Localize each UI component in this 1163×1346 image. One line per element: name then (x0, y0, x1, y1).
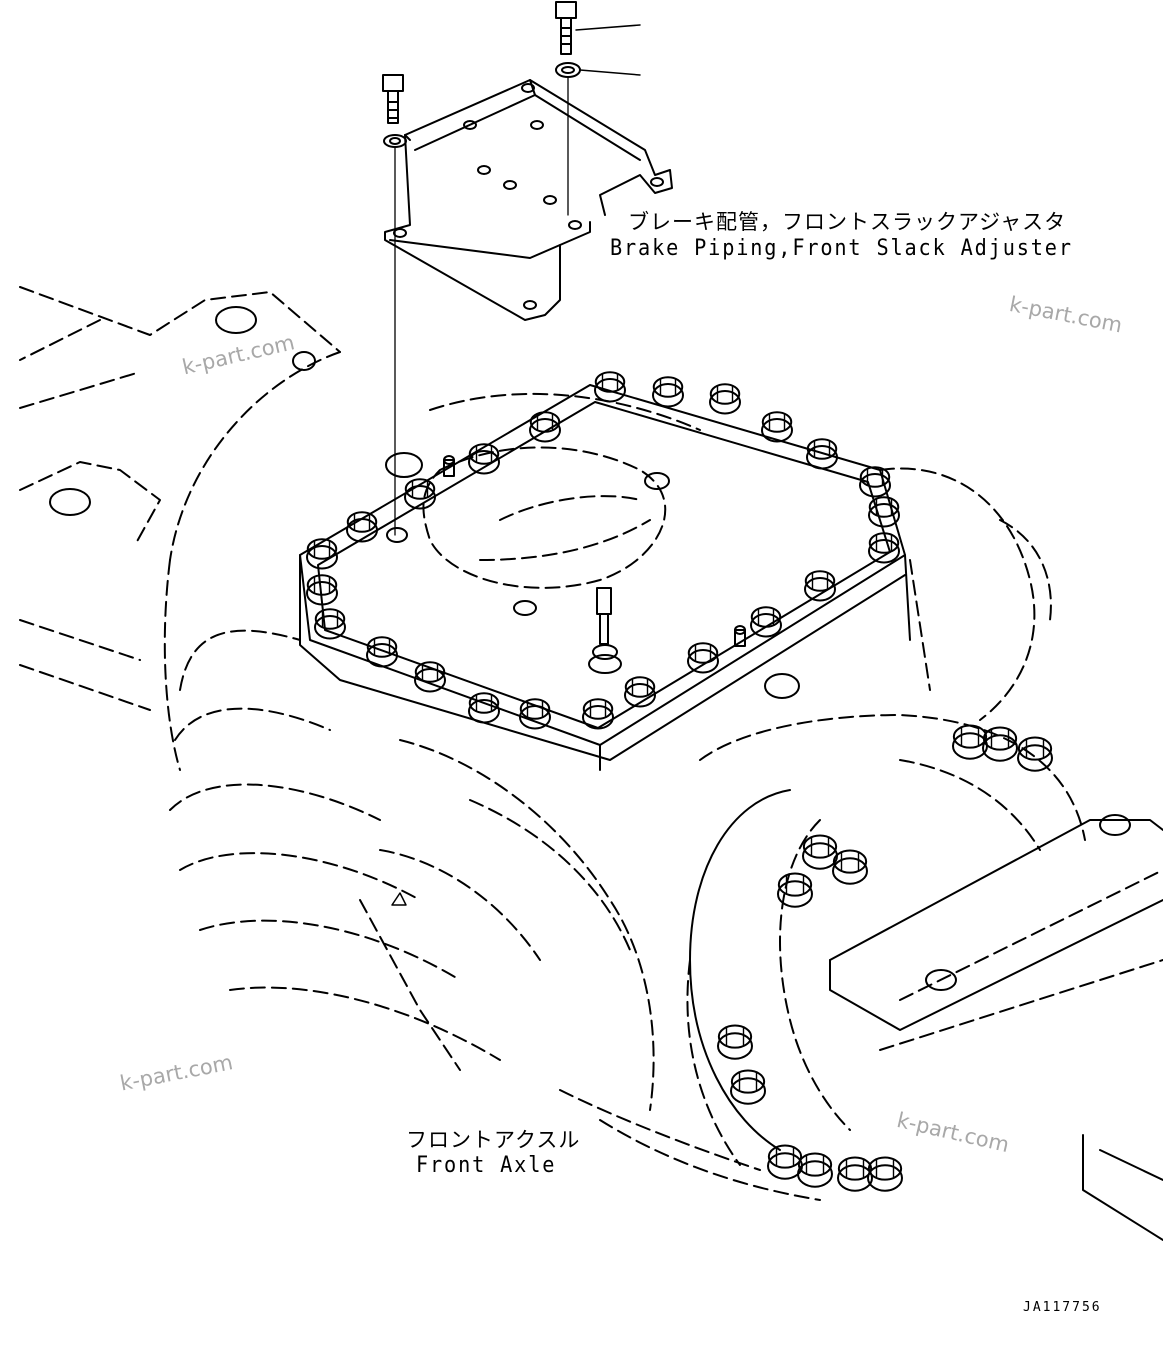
housing-hole (1099, 814, 1131, 836)
housing-hole (292, 351, 316, 371)
drawing-code: JA117756 (1023, 1300, 1102, 1315)
washer-upper (555, 62, 581, 78)
hex-bolt (306, 538, 338, 570)
brake-piping-label-jp: ブレーキ配管，フロントスラックアジャスタ (628, 210, 1067, 234)
callout-line (575, 24, 641, 31)
hex-bolt (952, 724, 988, 760)
hex-bolt (777, 872, 813, 908)
hex-bolt (761, 411, 793, 443)
bracket-hole (393, 228, 407, 238)
hex-bolt (468, 443, 500, 475)
arrow-mark (391, 892, 407, 906)
brake-piping-label-en: Brake Piping,Front Slack Adjuster (610, 236, 1073, 261)
right-axle-housing (829, 819, 1163, 1241)
hex-bolt (804, 570, 836, 602)
hex-bolt (868, 496, 900, 528)
hex-bolt (750, 606, 782, 638)
cover-bolts (306, 371, 900, 730)
bracket-hole (463, 120, 477, 130)
hex-bolt (414, 661, 446, 693)
bracket-hole (530, 120, 544, 130)
bracket-hole (503, 180, 517, 190)
hex-bolt (468, 692, 500, 724)
hex-bolt (366, 636, 398, 668)
hex-bolt (652, 376, 684, 408)
hex-bolt (346, 511, 378, 543)
hex-bolt (594, 371, 626, 403)
hex-bolt (582, 698, 614, 730)
hex-bolt (806, 438, 838, 470)
hex-bolt (859, 466, 891, 498)
bracket-hole (477, 165, 491, 175)
plug (644, 472, 670, 490)
bracket-hole (523, 300, 537, 310)
hex-bolt (709, 383, 741, 415)
hex-bolt (1017, 736, 1053, 772)
bracket-hole (568, 220, 582, 230)
hex-bolt (797, 1152, 833, 1188)
front-axle-label-jp: フロントアクスル (406, 1128, 581, 1152)
hex-bolt (314, 608, 346, 640)
hex-bolt (802, 834, 838, 870)
housing-hole (49, 488, 91, 516)
bolt-left (382, 74, 404, 124)
housing-hole (215, 306, 257, 334)
housing-hole (925, 969, 957, 991)
plug (513, 600, 537, 616)
mount-hole (386, 527, 408, 543)
front-axle-label-en: Front Axle (416, 1153, 557, 1178)
hex-bolt (687, 642, 719, 674)
bracket-hole (521, 83, 535, 93)
carrier-body (163, 351, 1052, 1201)
hex-bolt (717, 1024, 753, 1060)
hex-bolt (832, 849, 868, 885)
hex-bolt (730, 1069, 766, 1105)
plug (385, 452, 423, 478)
hex-bolt (767, 1144, 803, 1180)
hub-bolts (717, 724, 1053, 1192)
hex-bolt (624, 676, 656, 708)
bracket-hole (543, 195, 557, 205)
washer-left (383, 134, 407, 148)
left-axle-housing (19, 286, 341, 711)
slack-adjuster-rod (443, 455, 746, 674)
hex-bolt (868, 532, 900, 564)
bolt-upper (555, 1, 577, 55)
callout-line (579, 69, 641, 76)
wheel-hub (686, 714, 1086, 1166)
hex-bolt (404, 478, 436, 510)
bracket-holes (393, 83, 664, 310)
hex-bolt (867, 1156, 903, 1192)
hex-bolt (837, 1156, 873, 1192)
plug (764, 673, 800, 699)
hex-bolt (982, 726, 1018, 762)
hex-bolt (306, 574, 338, 606)
hex-bolt (529, 411, 561, 443)
hex-bolt (519, 698, 551, 730)
bracket-hole (650, 177, 664, 187)
bracket (384, 79, 673, 321)
